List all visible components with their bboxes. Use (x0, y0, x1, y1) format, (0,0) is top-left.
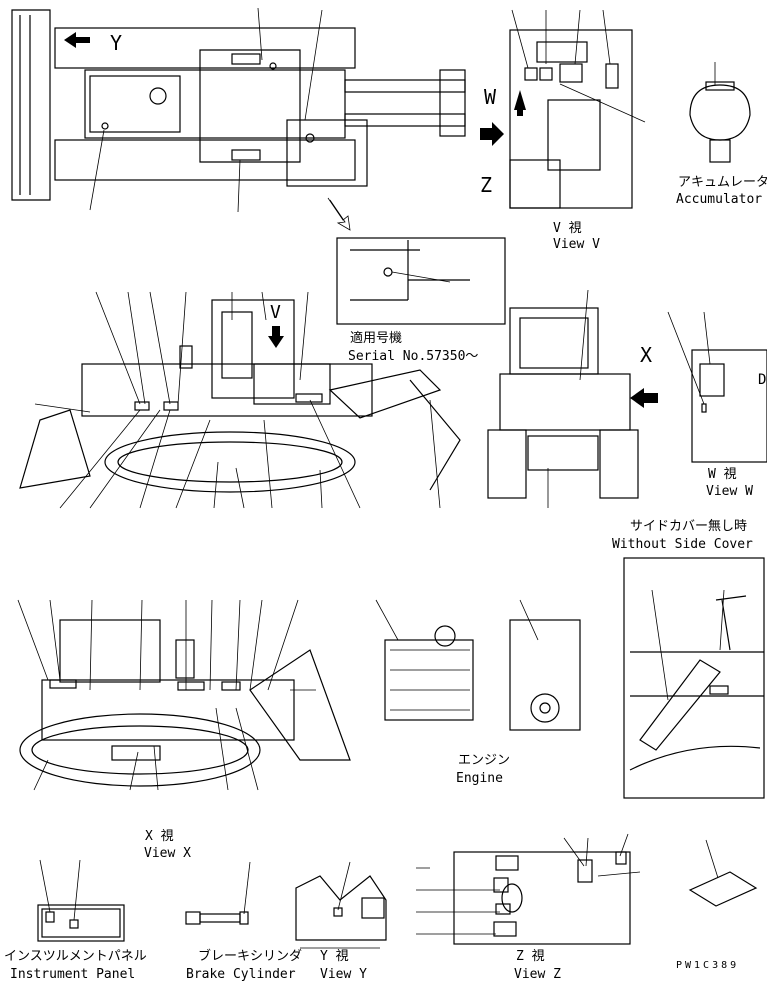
side-view-dozer: V (19, 291, 461, 509)
top-view-dozer: Y (11, 7, 466, 231)
view-v-jp: V 視 (553, 221, 582, 236)
view-marker-v: V (270, 302, 281, 323)
view-y-jp: Y 視 (320, 949, 349, 964)
side-cover-jp: サイドカバー無し時 (630, 519, 747, 534)
view-v-cab: W Z V 視 View V (480, 9, 646, 252)
serial-label-jp: 適用号機 (350, 330, 402, 346)
view-z-jp: Z 視 (516, 949, 545, 964)
brake-cylinder-drawing: ブレーキシリンダ Brake Cylinder (185, 861, 302, 982)
view-w-panel: D W 視 View W (667, 311, 767, 499)
view-marker-x: X (640, 343, 652, 367)
view-marker-z: Z (480, 173, 492, 197)
brake-cylinder-jp: ブレーキシリンダ (198, 948, 302, 964)
view-z-drawing: Z 視 View Z (416, 833, 641, 982)
instrument-panel-drawing: インスツルメントパネル Instrument Panel (4, 859, 147, 982)
view-x-dozer: X 視 View X (17, 599, 351, 861)
view-w-en: View W (706, 484, 753, 499)
rear-view-dozer: X (487, 289, 658, 508)
instrument-panel-en: Instrument Panel (10, 967, 135, 982)
drawing-number: PW1C389 (676, 960, 739, 971)
side-cover-en: Without Side Cover (612, 537, 753, 552)
tag-drawing (688, 839, 758, 907)
view-w-jp: W 視 (708, 467, 737, 482)
engine-en: Engine (456, 771, 503, 786)
accumulator-jp: アキュムレータ (678, 175, 767, 190)
view-marker-w: W (484, 85, 497, 109)
view-x-jp: X 視 (145, 829, 174, 844)
view-y-en: View Y (320, 967, 367, 982)
instrument-panel-jp: インスツルメントパネル (4, 949, 147, 964)
engine-jp: エンジン (458, 753, 510, 768)
serial-label-en: Serial No.57350～ (348, 349, 478, 364)
view-w-door-mark: D (758, 372, 766, 388)
accumulator-drawing: アキュムレータ Accumulator (676, 62, 767, 207)
without-side-cover-inset: サイドカバー無し時 Without Side Cover (612, 519, 765, 799)
view-z-en: View Z (514, 967, 561, 982)
serial-detail-inset: 適用号機 Serial No.57350～ (336, 237, 506, 364)
view-marker-y: Y (110, 31, 122, 55)
view-x-en: View X (144, 846, 191, 861)
brake-cylinder-en: Brake Cylinder (186, 967, 296, 982)
accumulator-en: Accumulator (676, 192, 762, 207)
view-y-drawing: Y 視 View Y (295, 861, 387, 982)
view-v-en: View V (553, 237, 600, 252)
engine-drawing: エンジン Engine (375, 599, 581, 786)
